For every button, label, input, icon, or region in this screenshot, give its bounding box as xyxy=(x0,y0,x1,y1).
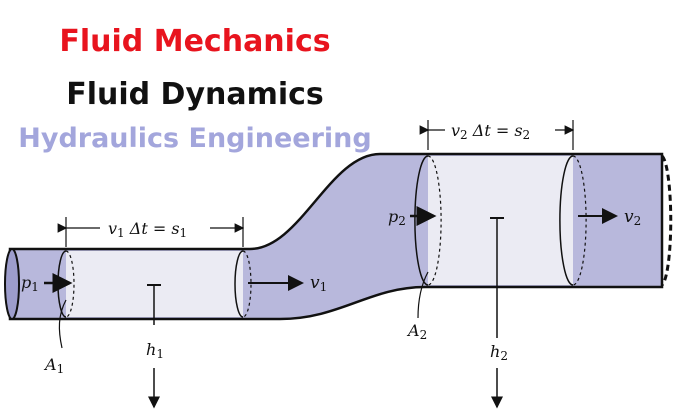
h1-label: h1 xyxy=(146,340,164,361)
title-fluid-mechanics: Fluid Mechanics xyxy=(59,24,331,59)
dim-right-label: v2 Δt = s2 xyxy=(451,121,530,142)
a1-label: A1 xyxy=(43,355,64,376)
section-a2-back xyxy=(427,155,442,286)
title-fluid-dynamics: Fluid Dynamics xyxy=(66,77,324,112)
p2-label: p2 xyxy=(388,207,406,228)
a2-leader xyxy=(417,271,429,319)
outlet-opening xyxy=(660,154,673,287)
section-a2-front xyxy=(414,155,429,286)
a1-leader xyxy=(58,299,67,349)
h2-label: h2 xyxy=(490,342,508,363)
segment-2-back xyxy=(572,155,587,286)
a2-label: A2 xyxy=(406,321,427,342)
p1-label: p1 xyxy=(21,273,39,294)
v2-label: v2 xyxy=(624,207,641,228)
segment-2-front xyxy=(559,155,574,286)
v1-label: v1 xyxy=(310,273,327,294)
dim-left-label: v1 Δt = s1 xyxy=(108,219,187,240)
title-hydraulics-engineering: Hydraulics Engineering xyxy=(18,123,372,154)
segment-1-front xyxy=(234,250,244,318)
fluid-segment-2 xyxy=(428,156,573,285)
inlet-opening xyxy=(4,248,20,320)
